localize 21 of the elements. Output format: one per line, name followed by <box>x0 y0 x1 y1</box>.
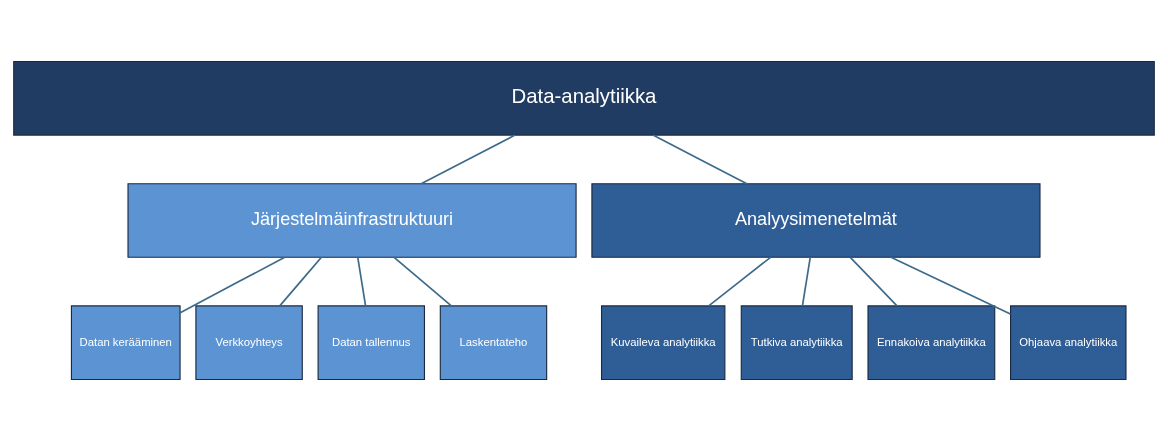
connector <box>890 256 1012 315</box>
connector <box>849 256 898 307</box>
node-box: Verkkoyhteys <box>195 305 303 381</box>
node-box: Laskentateho <box>439 305 548 381</box>
connector <box>420 134 516 185</box>
node-box: Data-analytiikka <box>13 60 1155 136</box>
node-box: Datan tallennus <box>317 305 426 381</box>
node-box: Analyysimenetelmät <box>591 183 1041 258</box>
connector <box>652 134 748 185</box>
connector <box>356 256 367 307</box>
node-box: Kuvaileva analytiikka <box>600 305 726 381</box>
node-box: Datan kerääminen <box>70 305 181 381</box>
node-box: Ohjaava analytiikka <box>1010 305 1127 381</box>
connector <box>393 256 453 307</box>
node-box: Järjestelmäinfrastruktuuri <box>127 183 577 258</box>
connector <box>707 256 772 307</box>
node-box: Ennakoiva analytiikka <box>867 305 996 381</box>
connector <box>278 256 323 307</box>
connector <box>179 256 286 314</box>
connector <box>801 256 812 307</box>
node-box: Tutkiva analytiikka <box>740 305 853 381</box>
